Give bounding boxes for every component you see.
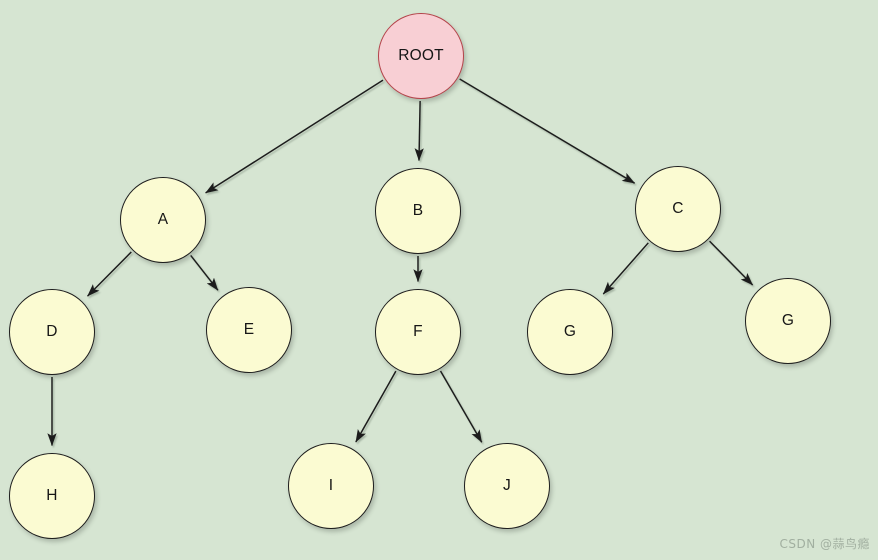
tree-node-label: A — [157, 211, 169, 229]
tree-node-label: C — [672, 200, 684, 218]
tree-node-label: G — [781, 312, 795, 330]
tree-edge-a-to-e — [190, 254, 219, 291]
tree-node-root[interactable]: ROOT — [378, 13, 464, 99]
tree-node-label: E — [243, 321, 255, 339]
tree-node-label: J — [503, 477, 511, 495]
tree-node-h[interactable]: H — [9, 453, 95, 539]
tree-edge-root-to-c — [459, 78, 636, 184]
tree-node-g2[interactable]: G — [745, 278, 831, 364]
tree-edge-a-to-d — [87, 251, 132, 297]
tree-node-c[interactable]: C — [635, 166, 721, 252]
watermark-label: CSDN @蒜鸟瘾 — [779, 537, 870, 551]
tree-edge-f-to-j — [439, 370, 483, 443]
tree-node-b[interactable]: B — [375, 168, 461, 254]
tree-node-label: H — [46, 487, 58, 505]
tree-edge-root-to-b — [414, 100, 424, 162]
tree-node-g1[interactable]: G — [527, 289, 613, 375]
tree-node-j[interactable]: J — [464, 443, 550, 529]
tree-edge-f-to-i — [355, 370, 397, 443]
tree-node-label: B — [412, 202, 424, 220]
tree-node-label: I — [328, 477, 334, 495]
tree-edge-c-to-g2 — [708, 240, 754, 286]
tree-node-label: D — [46, 323, 58, 341]
tree-node-e[interactable]: E — [206, 287, 292, 373]
tree-edge-c-to-g1 — [602, 242, 649, 295]
tree-node-label: ROOT — [398, 47, 444, 65]
tree-node-label: F — [413, 323, 423, 341]
tree-node-i[interactable]: I — [288, 443, 374, 529]
tree-node-label: G — [563, 323, 577, 341]
tree-edge-root-to-a — [205, 79, 384, 194]
tree-node-f[interactable]: F — [375, 289, 461, 375]
edges-group — [47, 78, 754, 447]
tree-node-d[interactable]: D — [9, 289, 95, 375]
tree-node-a[interactable]: A — [120, 177, 206, 263]
